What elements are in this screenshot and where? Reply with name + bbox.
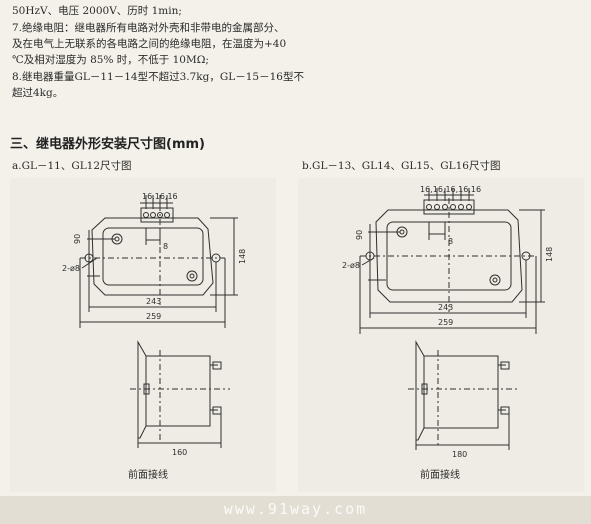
- footer-strip: [0, 496, 591, 524]
- left-terminal: [164, 212, 170, 218]
- left-hole-bottom: [186, 270, 198, 282]
- right-width-243-label: 243: [438, 303, 453, 312]
- left-terminal-block: [140, 207, 174, 223]
- section-title: 三、继电器外形安装尺寸图(mm): [10, 137, 205, 152]
- spec-line-1: 50HzV、电压 2000V、历时 1min;: [12, 5, 182, 17]
- left-terminal-gap-label: 8: [163, 242, 168, 251]
- left-terminal: [143, 212, 149, 218]
- left-side-flange: [137, 340, 147, 439]
- left-dimension-drawing: 16,16,16 8 90 148 2-ø8 243 259 160: [62, 192, 247, 457]
- left-terminal: [157, 212, 163, 218]
- right-hole-bottom: [489, 274, 501, 286]
- left-height-90-label: 90: [73, 234, 82, 244]
- right-terminal: [466, 204, 472, 210]
- right-terminal: [442, 204, 448, 210]
- left-front-outer-plate: [91, 217, 214, 296]
- left-front-inner-rect: [102, 227, 204, 286]
- spec-line-2: 7.绝缘电阻：继电器所有电路对外壳和非带电的金属部分、: [12, 22, 285, 34]
- right-drawing-caption: b.GL－13、GL14、GL15、GL16尺寸图: [302, 160, 501, 172]
- right-hole-label: 2-ø8: [342, 261, 360, 270]
- left-pitch-label: 16,16,16: [142, 192, 178, 201]
- left-wiring-label: 前面接线: [128, 470, 168, 481]
- right-wiring-label: 前面接线: [420, 470, 460, 481]
- left-hole-label: 2-ø8: [62, 264, 80, 273]
- watermark: www.91way.com: [223, 500, 368, 518]
- right-side-width-label: 180: [452, 450, 467, 459]
- right-terminal: [458, 204, 464, 210]
- right-terminal: [450, 204, 456, 210]
- right-width-259-label: 259: [438, 318, 453, 327]
- right-terminal: [426, 204, 432, 210]
- spec-line-4: ℃及相对湿度为 85% 时，不低于 10MΩ;: [12, 54, 209, 66]
- right-pitch-label: 16,16,16,16,16: [420, 185, 481, 194]
- right-side-flange: [415, 340, 425, 441]
- right-height-90-label: 90: [355, 230, 364, 240]
- left-side-housing: [145, 355, 211, 427]
- left-drawing-caption: a.GL－11、GL12尺寸图: [12, 160, 132, 172]
- left-width-243-label: 243: [146, 297, 161, 306]
- spec-line-5: 8.继电器重量GL－11－14型不超过3.7kg，GL－15－16型不: [12, 71, 304, 83]
- right-front-outer-plate: [375, 209, 523, 303]
- spec-line-6: 超过4kg。: [12, 87, 64, 99]
- right-side-housing: [423, 355, 499, 429]
- left-width-259-label: 259: [146, 312, 161, 321]
- right-terminal: [434, 204, 440, 210]
- right-drawing-panel: [298, 178, 584, 492]
- right-dimension-drawing: 16,16,16,16,16 8 90 148 2-ø8 243 259 180: [342, 185, 554, 459]
- right-terminal-gap-label: 8: [448, 237, 453, 246]
- spec-line-3: 及在电气上无联系的各电路之间的绝缘电阻，在温度为+40: [12, 38, 287, 50]
- left-height-148-label: 148: [238, 249, 247, 264]
- left-drawing-panel: [10, 178, 276, 492]
- right-height-148-label: 148: [545, 247, 554, 262]
- left-terminal: [150, 212, 156, 218]
- left-side-width-label: 160: [172, 448, 187, 457]
